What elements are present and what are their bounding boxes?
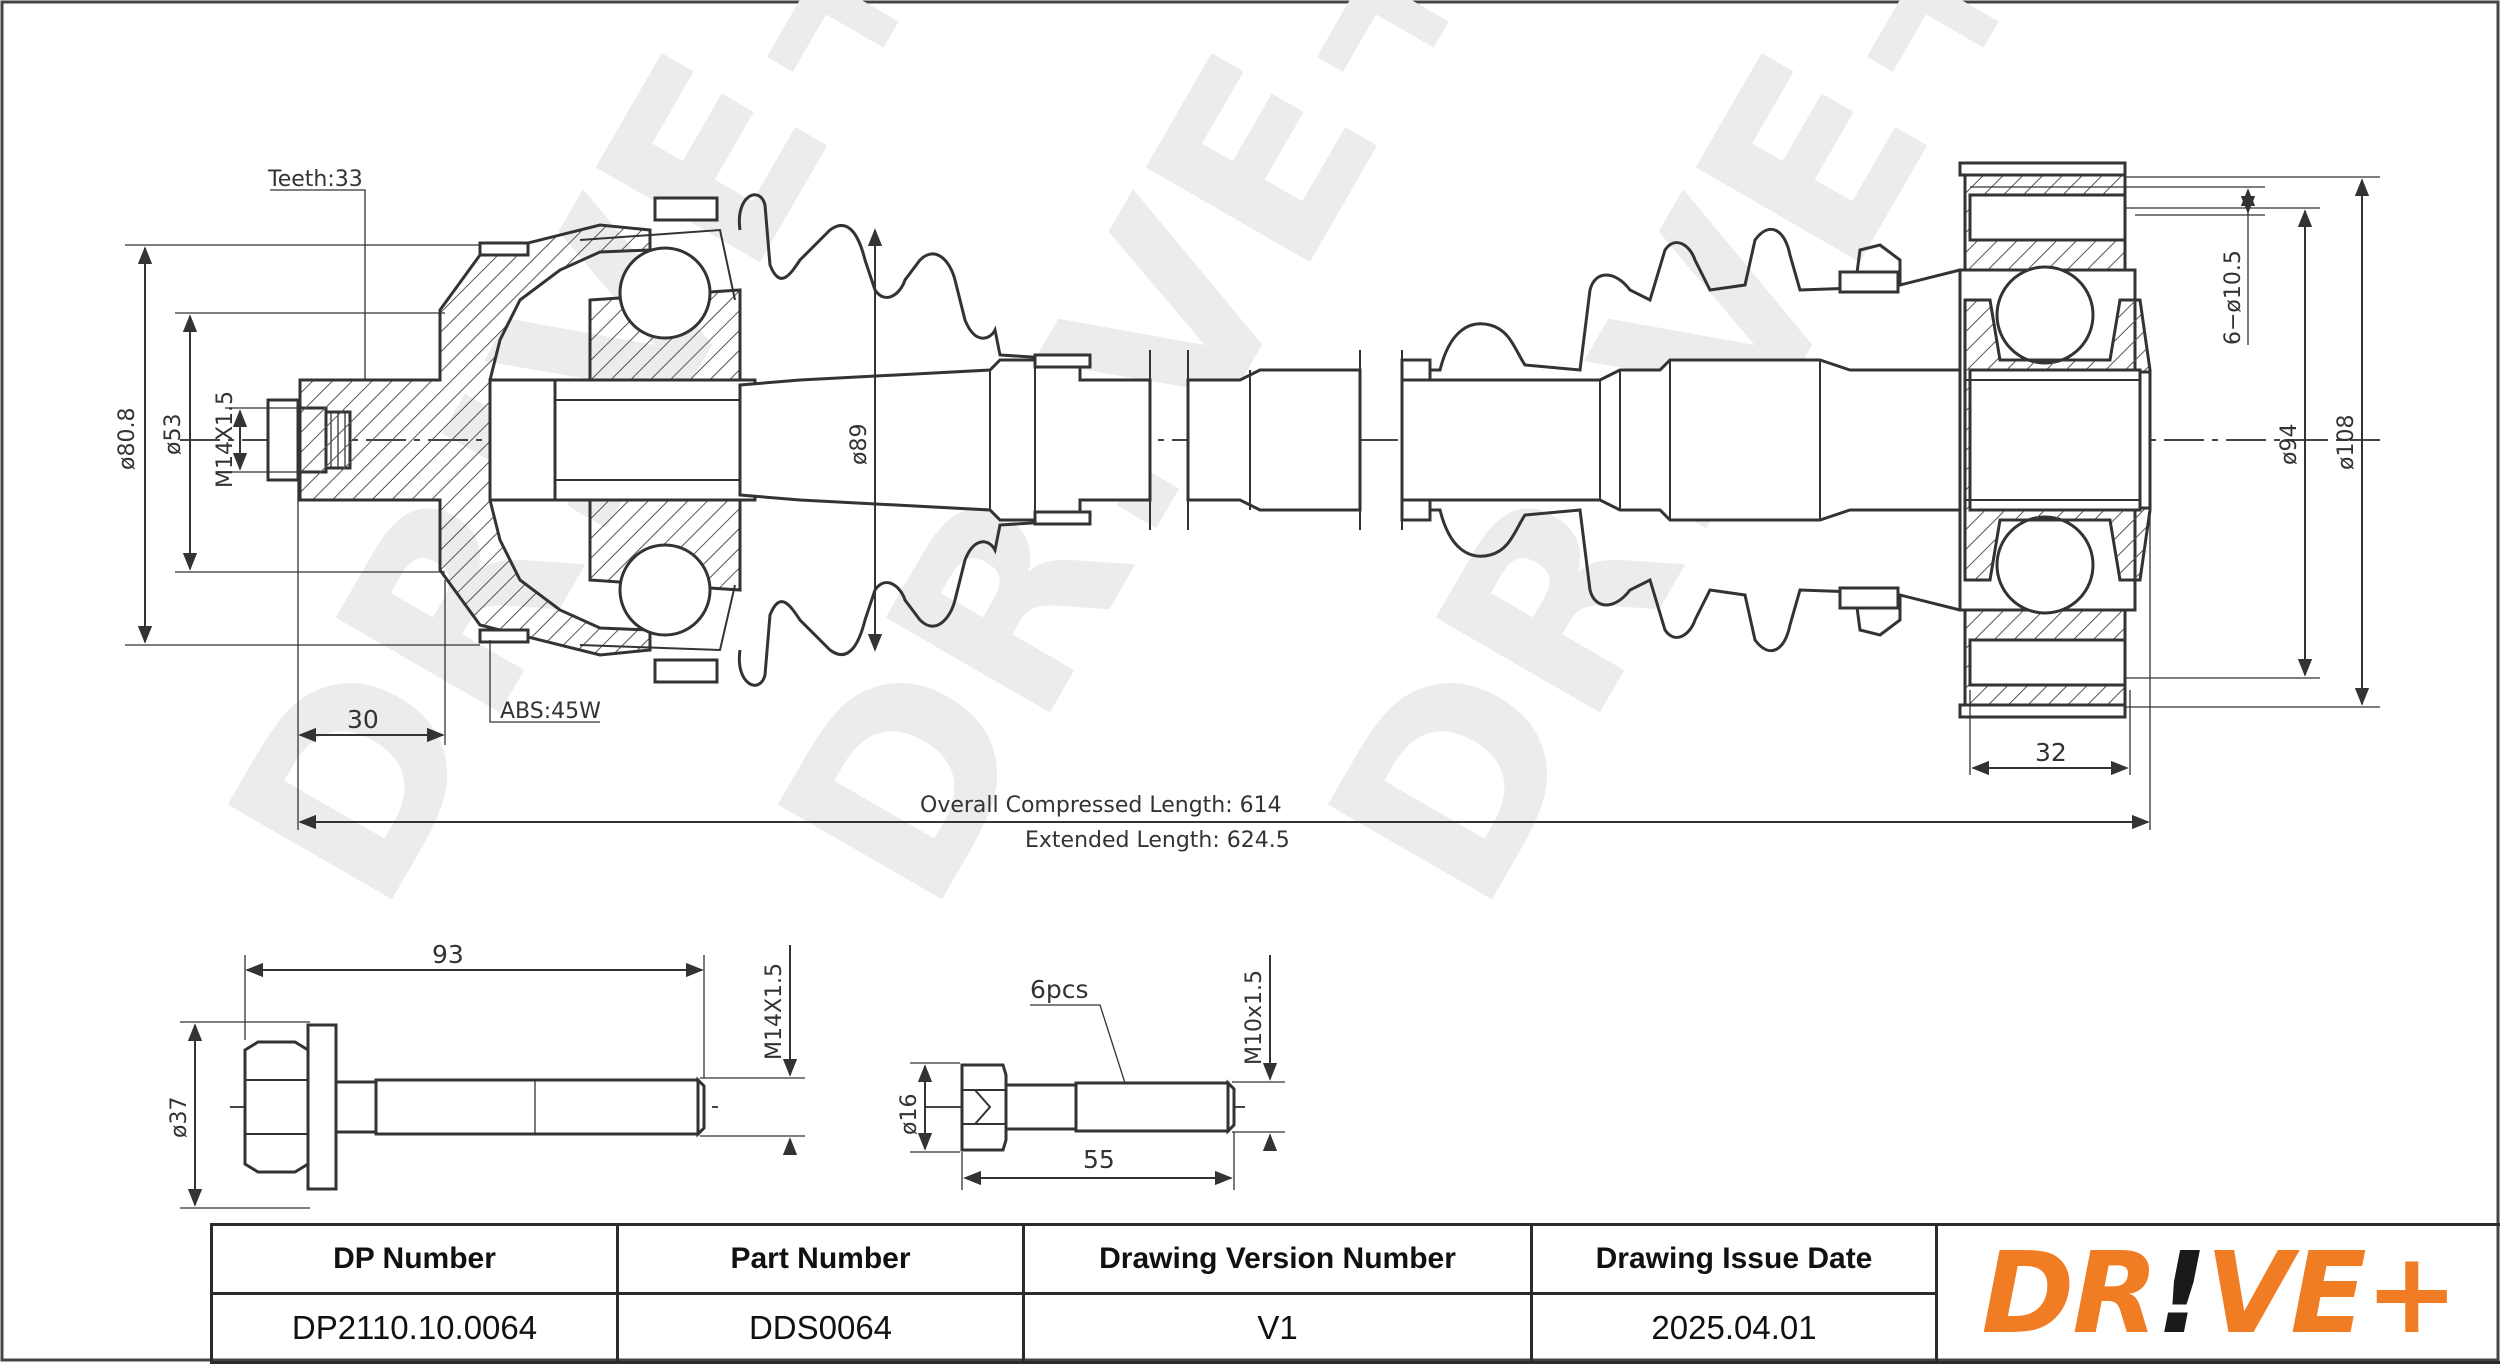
teeth-label: Teeth:33 xyxy=(267,167,363,192)
ball xyxy=(1997,267,2093,363)
intermediate-shaft xyxy=(740,350,1960,530)
ball xyxy=(1997,517,2093,613)
dim-dia-94: ø94 xyxy=(2277,424,2302,465)
header-issue-date: Drawing Issue Date xyxy=(1532,1225,1937,1294)
dim-holes: 6−ø10.5 xyxy=(2221,250,2246,345)
bolt-large-diameter: ø37 xyxy=(167,1097,192,1138)
dim-dia-108: ø108 xyxy=(2334,415,2359,470)
abs-label: ABS:45W xyxy=(500,699,601,724)
dim-thread-m14: M14X1.5 xyxy=(213,391,238,488)
ball xyxy=(620,248,710,338)
value-issue-date: 2025.04.01 xyxy=(1532,1294,1937,1363)
header-version: Drawing Version Number xyxy=(1024,1225,1532,1294)
dim-32: 32 xyxy=(2035,738,2067,767)
ball xyxy=(620,545,710,635)
dim-dia-80-8: ø80.8 xyxy=(115,408,140,470)
boot-clamp xyxy=(1840,272,1898,292)
header-dp-number: DP Number xyxy=(212,1225,618,1294)
bolt-small-diameter: ø16 xyxy=(897,1094,922,1135)
large-bolt: 93 ø37 M14X1.5 xyxy=(167,940,805,1208)
boot-clamp xyxy=(1840,588,1898,608)
dim-30: 30 xyxy=(347,705,379,734)
boot-clamp xyxy=(655,660,717,682)
boot-clamp xyxy=(655,198,717,220)
bolt-small-length: 55 xyxy=(1083,1145,1115,1174)
dim-dia-53: ø53 xyxy=(161,414,186,455)
value-dp-number: DP2110.10.0064 xyxy=(212,1294,618,1363)
extended-length-label: Extended Length: 624.5 xyxy=(1025,828,1290,853)
bolt-small-quantity: 6pcs xyxy=(1030,975,1089,1004)
overall-length-label: Overall Compressed Length: 614 xyxy=(920,793,1282,818)
brand-logo: DR!VE+ xyxy=(1937,1225,2500,1363)
bolt-large-thread: M14X1.5 xyxy=(762,963,787,1060)
inner-cv-flange xyxy=(1960,163,2150,717)
value-part-number: DDS0064 xyxy=(618,1294,1024,1363)
title-block: DP Number Part Number Drawing Version Nu… xyxy=(210,1223,2500,1364)
value-version: V1 xyxy=(1024,1294,1532,1363)
bolt-large-length: 93 xyxy=(432,940,464,969)
small-bolt: 6pcs ø16 M10x1.5 55 xyxy=(897,955,1285,1190)
header-part-number: Part Number xyxy=(618,1225,1024,1294)
bolt-small-thread: M10x1.5 xyxy=(1242,970,1267,1065)
dim-dia-89: ø89 xyxy=(847,424,872,465)
